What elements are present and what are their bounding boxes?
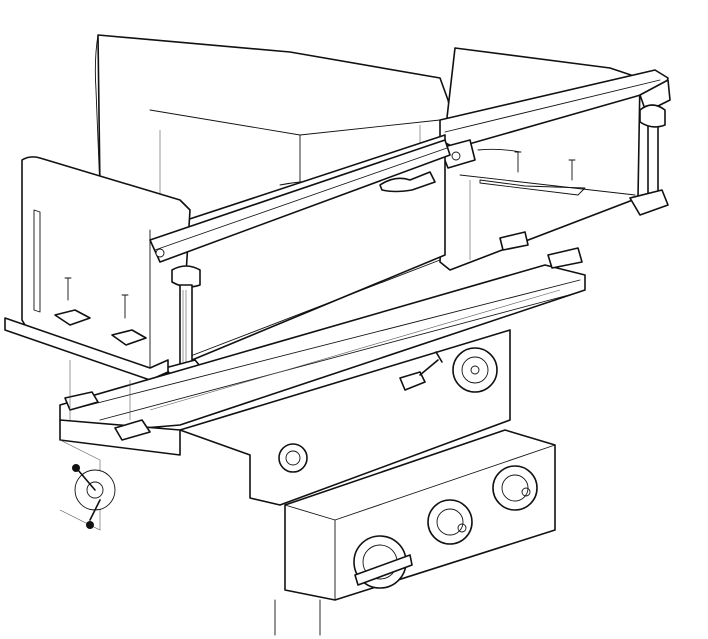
right-screws: [514, 151, 576, 181]
left-handwheel: [59, 439, 116, 531]
column-lower: [69, 360, 321, 636]
saddle: [179, 329, 511, 506]
table-clamps: [64, 231, 583, 441]
knee-box: [284, 429, 556, 601]
right-post: [629, 104, 669, 216]
front-rail-bar: [149, 139, 451, 263]
left-base-plate: [4, 277, 169, 381]
